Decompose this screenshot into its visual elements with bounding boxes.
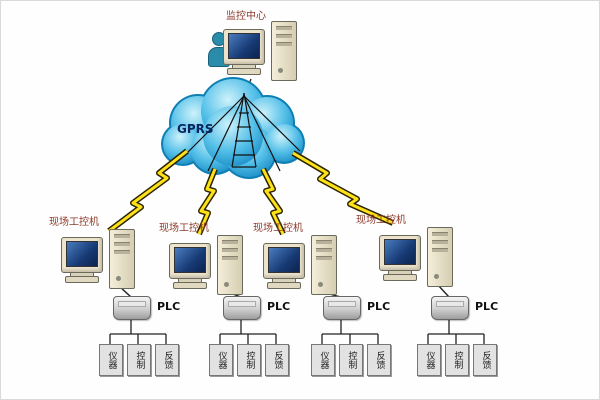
lightning-bolt-2	[196, 167, 218, 236]
device-box-instrument-3: 仪器	[311, 344, 335, 376]
lightning-bolt-4	[291, 150, 395, 226]
computer-tower-icon	[271, 21, 297, 81]
device-box-feedback-4: 反馈	[473, 344, 497, 376]
monitor-base	[227, 68, 261, 75]
monitor-icon	[223, 29, 265, 65]
field-workstation-4	[379, 225, 455, 289]
plc-label-1: PLC	[157, 300, 181, 313]
monitor-icon	[379, 235, 421, 271]
monitor-screen	[228, 33, 260, 59]
monitor-base	[267, 282, 301, 289]
field-pc-label-3: 现场工控机	[253, 223, 303, 234]
field-pc-label-4: 现场工控机	[356, 215, 406, 226]
device-box-feedback-3: 反馈	[367, 344, 391, 376]
device-box-feedback-1: 反馈	[155, 344, 179, 376]
plc-unit-2	[223, 296, 261, 320]
device-box-instrument-4: 仪器	[417, 344, 441, 376]
plc-label-4: PLC	[475, 300, 499, 313]
plc-label-2: PLC	[267, 300, 291, 313]
computer-tower-icon	[109, 229, 135, 289]
device-box-control-2: 控制	[237, 344, 261, 376]
computer-tower-icon	[427, 227, 453, 287]
antenna-icon	[186, 92, 301, 172]
monitor-icon	[61, 237, 103, 273]
field-pc-label-2: 现场工控机	[159, 223, 209, 234]
field-workstation-2	[169, 233, 245, 297]
monitoring-center-label: 监控中心	[226, 11, 266, 22]
plc-unit-4	[431, 296, 469, 320]
monitor-base	[383, 274, 417, 281]
lightning-bolt-3	[260, 167, 286, 236]
plc-bus-lines	[109, 318, 485, 344]
monitor-base	[65, 276, 99, 283]
monitor-screen	[384, 239, 416, 265]
monitor-icon	[169, 243, 211, 279]
plc-unit-1	[113, 296, 151, 320]
device-box-control-3: 控制	[339, 344, 363, 376]
device-box-control-4: 控制	[445, 344, 469, 376]
computer-tower-icon	[217, 235, 243, 295]
monitor-screen	[268, 247, 300, 273]
device-box-instrument-1: 仪器	[99, 344, 123, 376]
monitoring-center-workstation	[208, 19, 299, 83]
monitor-screen	[174, 247, 206, 273]
lightning-bolt-1	[107, 148, 189, 234]
computer-tower-icon	[311, 235, 337, 295]
device-box-instrument-2: 仪器	[209, 344, 233, 376]
monitor-base	[173, 282, 207, 289]
monitor-screen	[66, 241, 98, 267]
plc-unit-3	[323, 296, 361, 320]
device-box-control-1: 控制	[127, 344, 151, 376]
monitor-icon	[263, 243, 305, 279]
field-workstation-1	[61, 227, 137, 291]
cloud-label: GPRS	[177, 122, 214, 136]
plc-label-3: PLC	[367, 300, 391, 313]
field-pc-label-1: 现场工控机	[49, 217, 99, 228]
field-workstation-3	[263, 233, 339, 297]
device-box-feedback-2: 反馈	[265, 344, 289, 376]
